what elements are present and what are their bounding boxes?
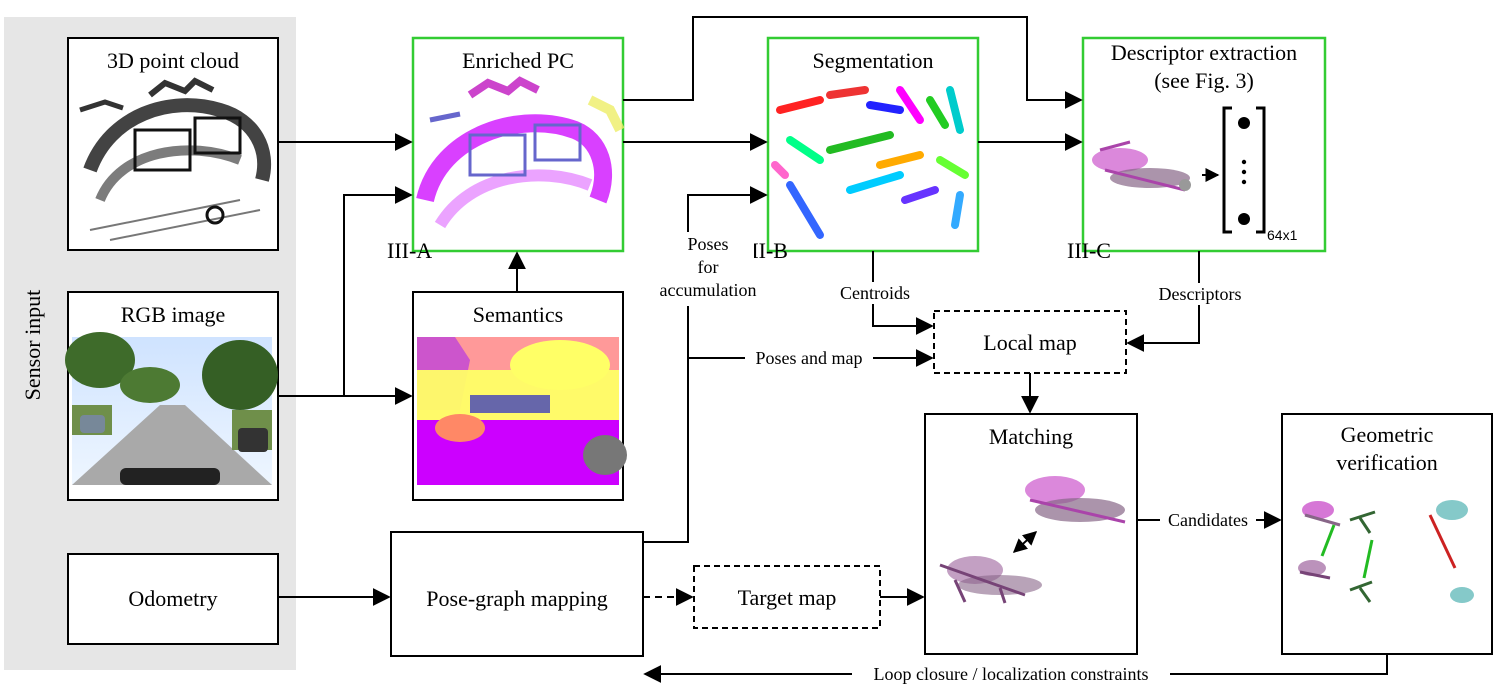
arrow-poses-accumulation: [643, 186, 768, 543]
point-cloud-title: 3D point cloud: [107, 48, 239, 73]
target-map-box: Target map: [693, 565, 881, 629]
label-poses-line3: accumulation: [660, 280, 757, 300]
rgb-photo-image: [65, 332, 278, 485]
vector-entry-bottom: [1238, 213, 1250, 225]
verified-match-1: [1320, 524, 1336, 557]
descriptor-extraction-box: Descriptor extraction (see Fig. 3) 64x1: [1081, 36, 1327, 253]
tag-iii-a: III-A: [387, 238, 432, 263]
descriptor-vector: [1222, 106, 1266, 234]
local-map-box: Local map: [933, 310, 1127, 374]
segmentation-box: Segmentation: [766, 36, 980, 253]
vector-dot-3: [1241, 179, 1247, 185]
sensor-input-label: Sensor input: [20, 290, 45, 401]
matching-title: Matching: [989, 424, 1073, 449]
rgb-image-box: RGB image: [65, 291, 279, 501]
segment-point-cloud-image: [1092, 140, 1191, 192]
descriptor-title-line2: (see Fig. 3): [1154, 68, 1254, 93]
arrow-rgb-to-enriched: [278, 186, 413, 397]
matched-segments-image: [939, 476, 1126, 604]
label-loop-closure: Loop closure / localization constraints: [874, 664, 1149, 684]
vector-size-label: 64x1: [1267, 227, 1298, 243]
vector-dot-2: [1241, 169, 1247, 175]
label-candidates: Candidates: [1168, 510, 1248, 530]
enriched-pc-render-image: [416, 76, 625, 229]
arrow-descriptors: [1126, 251, 1200, 352]
vector-dot-1: [1241, 159, 1247, 165]
semantic-segmentation-image: [417, 337, 627, 485]
tag-iii-c: III-C: [1067, 238, 1111, 263]
point-cloud-render-image: [79, 77, 272, 241]
geo-verif-title-line1: Geometric: [1341, 422, 1434, 447]
match-double-arrow: [1012, 531, 1038, 553]
odometry-box: Odometry: [67, 553, 279, 645]
rejected-match: [1428, 514, 1457, 569]
odometry-label: Odometry: [128, 586, 217, 611]
semantics-title: Semantics: [473, 302, 563, 327]
vector-entry-top: [1238, 117, 1250, 129]
label-poses-and-map: Poses and map: [756, 348, 863, 368]
enriched-pc-title: Enriched PC: [462, 48, 574, 73]
pose-graph-label: Pose-graph mapping: [426, 586, 607, 611]
rgb-image-title: RGB image: [121, 302, 226, 327]
arrow-centroids: [872, 251, 934, 335]
geo-verif-title-line2: verification: [1336, 450, 1437, 475]
label-descriptors: Descriptors: [1159, 284, 1242, 304]
point-cloud-box: 3D point cloud: [67, 37, 279, 251]
geometric-verification-box: Geometric verification: [1281, 413, 1493, 655]
label-poses-line1: Poses: [687, 234, 728, 254]
descriptor-title-line1: Descriptor extraction: [1111, 40, 1297, 65]
label-poses-line2: for: [698, 257, 719, 277]
segmented-clusters-image: [771, 86, 969, 239]
label-centroids: Centroids: [840, 283, 910, 303]
target-map-label: Target map: [738, 585, 837, 610]
segmentation-title: Segmentation: [813, 48, 934, 73]
verified-match-2: [1362, 539, 1374, 579]
verification-segments-image: [1298, 500, 1474, 603]
arrow-enriched-to-descriptor: [623, 16, 1083, 109]
matching-box: Matching: [924, 413, 1138, 655]
local-map-label: Local map: [983, 330, 1076, 355]
pose-graph-box: Pose-graph mapping: [390, 531, 644, 657]
enriched-pc-box: Enriched PC: [411, 36, 625, 253]
semantics-box: Semantics: [412, 291, 627, 501]
